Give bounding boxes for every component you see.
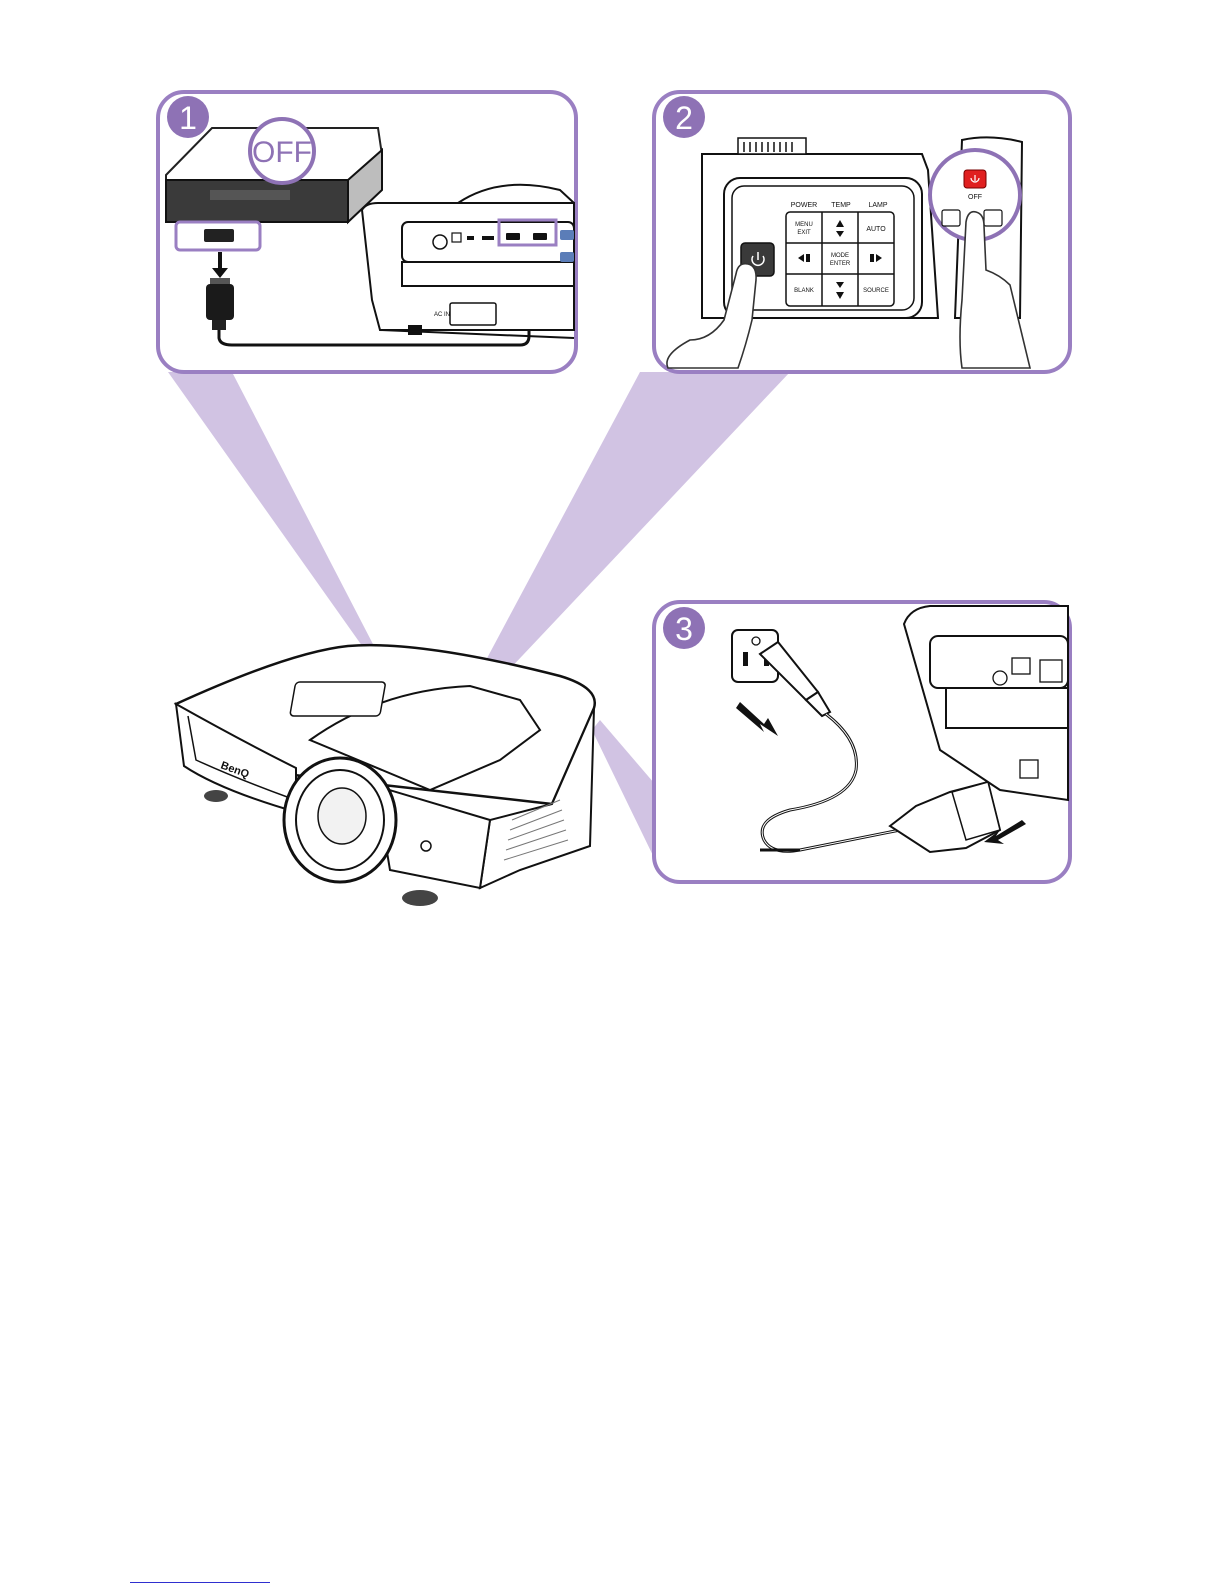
panel-step-3: 3 [654, 602, 1070, 882]
projector-rear-panel: AC IN [362, 185, 574, 338]
key-menu[interactable]: MENU [795, 222, 813, 228]
key-source[interactable]: SOURCE [863, 288, 889, 294]
step-1-badge: 1 [167, 96, 209, 138]
beam-to-panel-1 [168, 372, 375, 650]
remote-off-label: OFF [968, 194, 982, 201]
step-1-number: 1 [179, 100, 197, 136]
ac-in-label: AC IN [434, 312, 450, 318]
keypad-header-lamp: LAMP [868, 202, 887, 209]
off-badge-text: OFF [252, 136, 312, 169]
key-auto[interactable]: AUTO [866, 226, 886, 233]
step-3-number: 3 [675, 611, 693, 647]
step-2-badge: 2 [663, 96, 705, 138]
keypad-header-temp: TEMP [831, 202, 851, 209]
panel-step-2: POWER TEMP LAMP MENU EXIT AUTO MODE ENTE… [654, 92, 1070, 372]
projector-body: BenQ [176, 645, 595, 906]
beam-to-panel-3 [592, 720, 660, 870]
key-enter[interactable]: ENTER [830, 261, 851, 267]
keypad-header-power: POWER [791, 202, 817, 209]
key-mode[interactable]: MODE [831, 253, 849, 259]
step-2-number: 2 [675, 100, 693, 136]
key-blank[interactable]: BLANK [794, 288, 814, 294]
panel-step-1: OFF [158, 92, 576, 372]
key-exit[interactable]: EXIT [797, 230, 811, 236]
footer-rule [130, 1582, 270, 1583]
device-hdmi-port [204, 229, 234, 242]
off-badge: OFF [250, 119, 314, 183]
step-3-badge: 3 [663, 607, 705, 649]
